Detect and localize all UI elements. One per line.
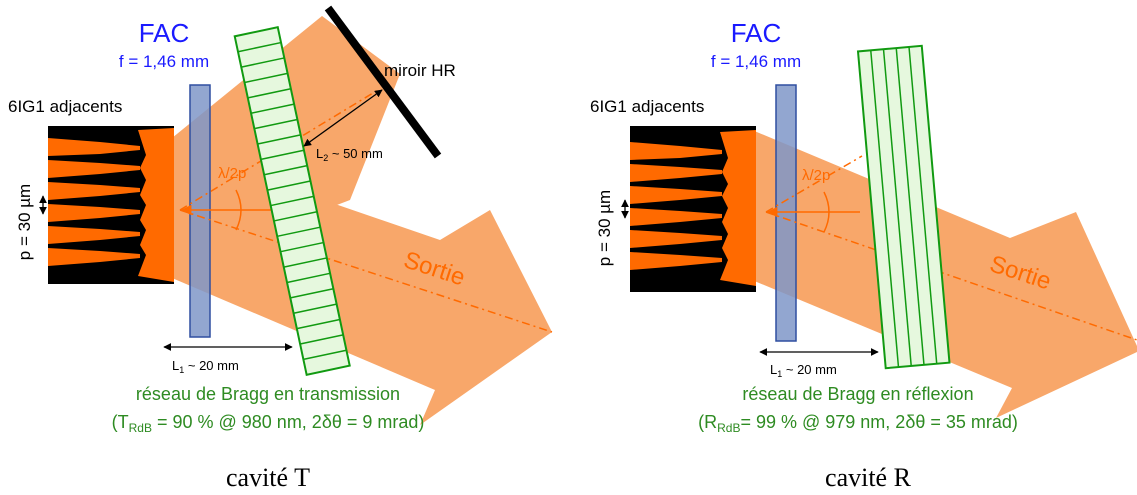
- grating-slat: [267, 180, 311, 191]
- grating-fringe: [870, 50, 900, 368]
- grating-slat: [241, 57, 285, 68]
- caption-cavity-t: cavité T: [226, 463, 310, 492]
- fac-lens: [189, 84, 211, 338]
- fac-lens: [775, 84, 797, 342]
- l2-dimension-arrow: [303, 89, 383, 147]
- pitch-label: p = 30 µm: [595, 190, 614, 266]
- grating-slat: [257, 134, 301, 145]
- pitch-label: p = 30 µm: [15, 184, 34, 260]
- emitter-fingers: [48, 128, 174, 282]
- angle-arc: [235, 189, 242, 231]
- l1-label: L1 ~ 20 mm: [770, 362, 837, 379]
- grating-fringe: [895, 47, 925, 365]
- bragg-label-line2: (TRdB = 90 % @ 980 nm, 2δθ = 9 mrad): [112, 412, 425, 435]
- l1-label: L1 ~ 20 mm: [172, 358, 239, 375]
- grating-slat: [254, 118, 298, 130]
- emitter-fingers: [630, 130, 756, 286]
- grating-slat: [270, 195, 314, 207]
- caption-cavity-r: cavité R: [825, 463, 912, 492]
- grating-fringe: [882, 49, 912, 367]
- panel-cavity-t: FAC f = 1,46 mm 6IG1 adjacents p = 30 µm…: [8, 5, 553, 492]
- panel-cavity-r: FAC f = 1,46 mm 6IG1 adjacents p = 30 µm…: [590, 18, 1137, 492]
- bragg-label-line1: réseau de Bragg en transmission: [136, 384, 400, 404]
- grating-slat: [247, 87, 291, 99]
- grating-slat: [263, 164, 308, 176]
- grating-slat: [290, 287, 334, 299]
- fac-focal: f = 1,46 mm: [711, 52, 801, 71]
- bragg-grating-transmission: [233, 25, 351, 376]
- grating-slat: [250, 103, 295, 114]
- grating-slat: [286, 272, 331, 284]
- output-arrow: [172, 148, 552, 425]
- mirror-label: miroir HR: [384, 61, 456, 80]
- angle-label: λ/2p: [218, 165, 246, 182]
- hr-mirror: [324, 5, 442, 159]
- angle-label: λ/2p: [802, 167, 830, 184]
- emitters-label: 6IG1 adjacents: [590, 97, 704, 116]
- grating-slat: [273, 211, 318, 222]
- grating-frame: [856, 44, 951, 370]
- fac-title: FAC: [139, 18, 190, 48]
- grating-slat: [303, 349, 347, 361]
- grating-slat: [293, 303, 337, 314]
- fac-title: FAC: [731, 18, 782, 48]
- angle-arc: [823, 191, 830, 233]
- bragg-label-line1: réseau de Bragg en réflexion: [742, 384, 973, 404]
- grating-slat: [260, 149, 305, 161]
- grating-slat: [280, 241, 324, 253]
- ray-axis: [179, 209, 553, 333]
- bragg-grating-reflection: [856, 44, 951, 370]
- grating-slat: [296, 318, 341, 330]
- l2-label: L2 ~ 50 mm: [316, 146, 383, 163]
- ray-axis: [765, 211, 1137, 341]
- ray-up: [765, 155, 863, 213]
- grating-slat: [283, 257, 327, 268]
- grating-slat: [299, 334, 344, 345]
- emitters-label: 6IG1 adjacents: [8, 97, 122, 116]
- grating-slat: [277, 226, 321, 238]
- grating-fringe: [908, 46, 938, 364]
- fac-focal: f = 1,46 mm: [119, 52, 209, 71]
- bragg-label-line2: (RRdB= 99 % @ 979 nm, 2δθ = 35 mrad): [698, 412, 1018, 435]
- output-arrow: [752, 130, 1137, 418]
- grating-slat: [244, 72, 288, 84]
- grating-slat: [237, 41, 282, 53]
